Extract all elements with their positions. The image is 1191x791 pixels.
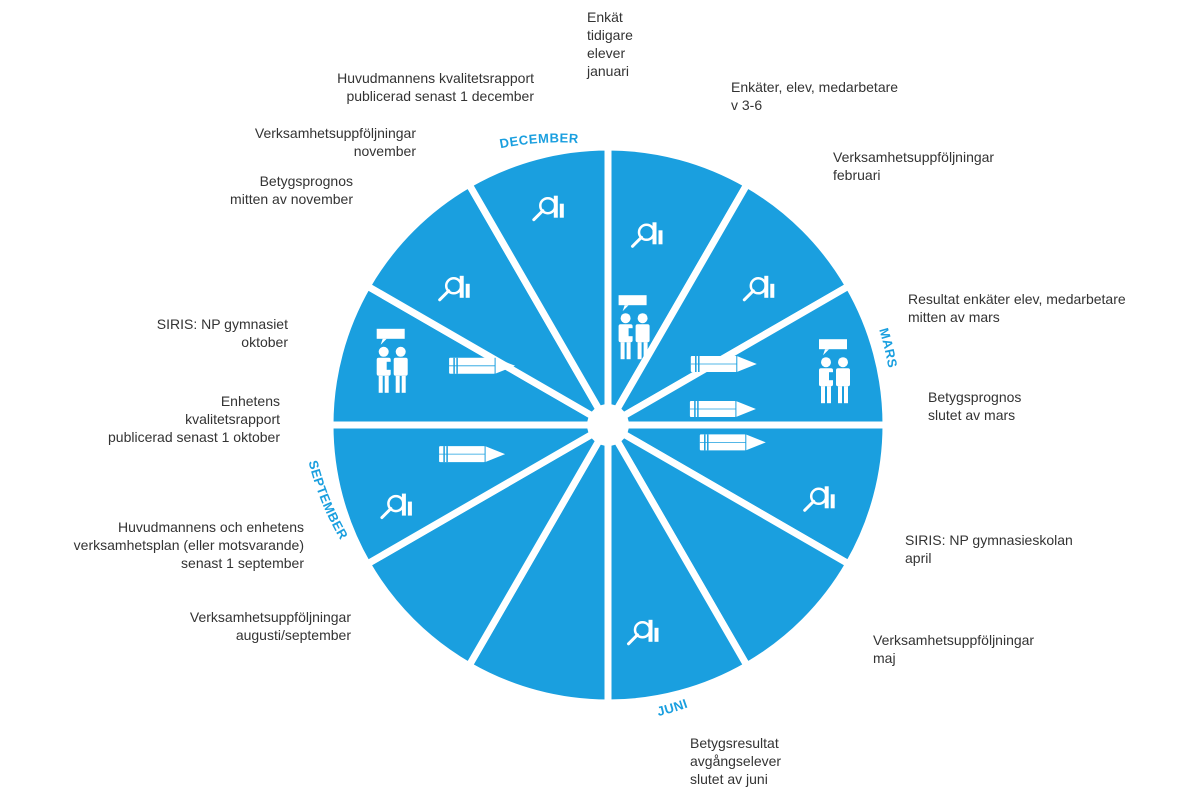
label-verksamhet-maj: Verksamhetsuppföljningar maj <box>873 632 1035 666</box>
label-siris-april: SIRIS: NP gymnasieskolan april <box>905 532 1073 566</box>
label-verksamhetsplan: Huvudmannens och enhetens verksamhetspla… <box>73 519 304 571</box>
label-enhetens-kvalitetsrapport: Enhetens kvalitetsrapport publicerad sen… <box>108 393 280 445</box>
label-enkat-januari: Enkät tidigare elever januari <box>587 9 633 79</box>
label-verksamhet-november: Verksamhetsuppföljningar november <box>254 125 416 159</box>
label-huvudman-kvalitet: Huvudmannens kvalitetsrapport publicerad… <box>337 70 534 104</box>
label-enkater-v3-6: Enkäter, elev, medarbetare v 3-6 <box>731 79 899 113</box>
segment-december <box>464 143 612 414</box>
label-siris-oktober: SIRIS: NP gymnasiet oktober <box>156 316 288 350</box>
label-betyg-mars: Betygsprognos slutet av mars <box>928 389 1022 423</box>
wheel-hub <box>588 405 628 445</box>
label-betyg-november: Betygsprognos mitten av november <box>230 173 353 207</box>
label-verksamhet-augusti: Verksamhetsuppföljningar augusti/septemb… <box>189 609 351 643</box>
label-betygsresultat-juni: Betygsresultat avgångselever slutet av j… <box>690 735 782 787</box>
label-verksamhet-februari: Verksamhetsuppföljningar februari <box>833 149 995 183</box>
label-resultat-enkater: Resultat enkäter elev, medarbetare mitte… <box>908 291 1126 325</box>
